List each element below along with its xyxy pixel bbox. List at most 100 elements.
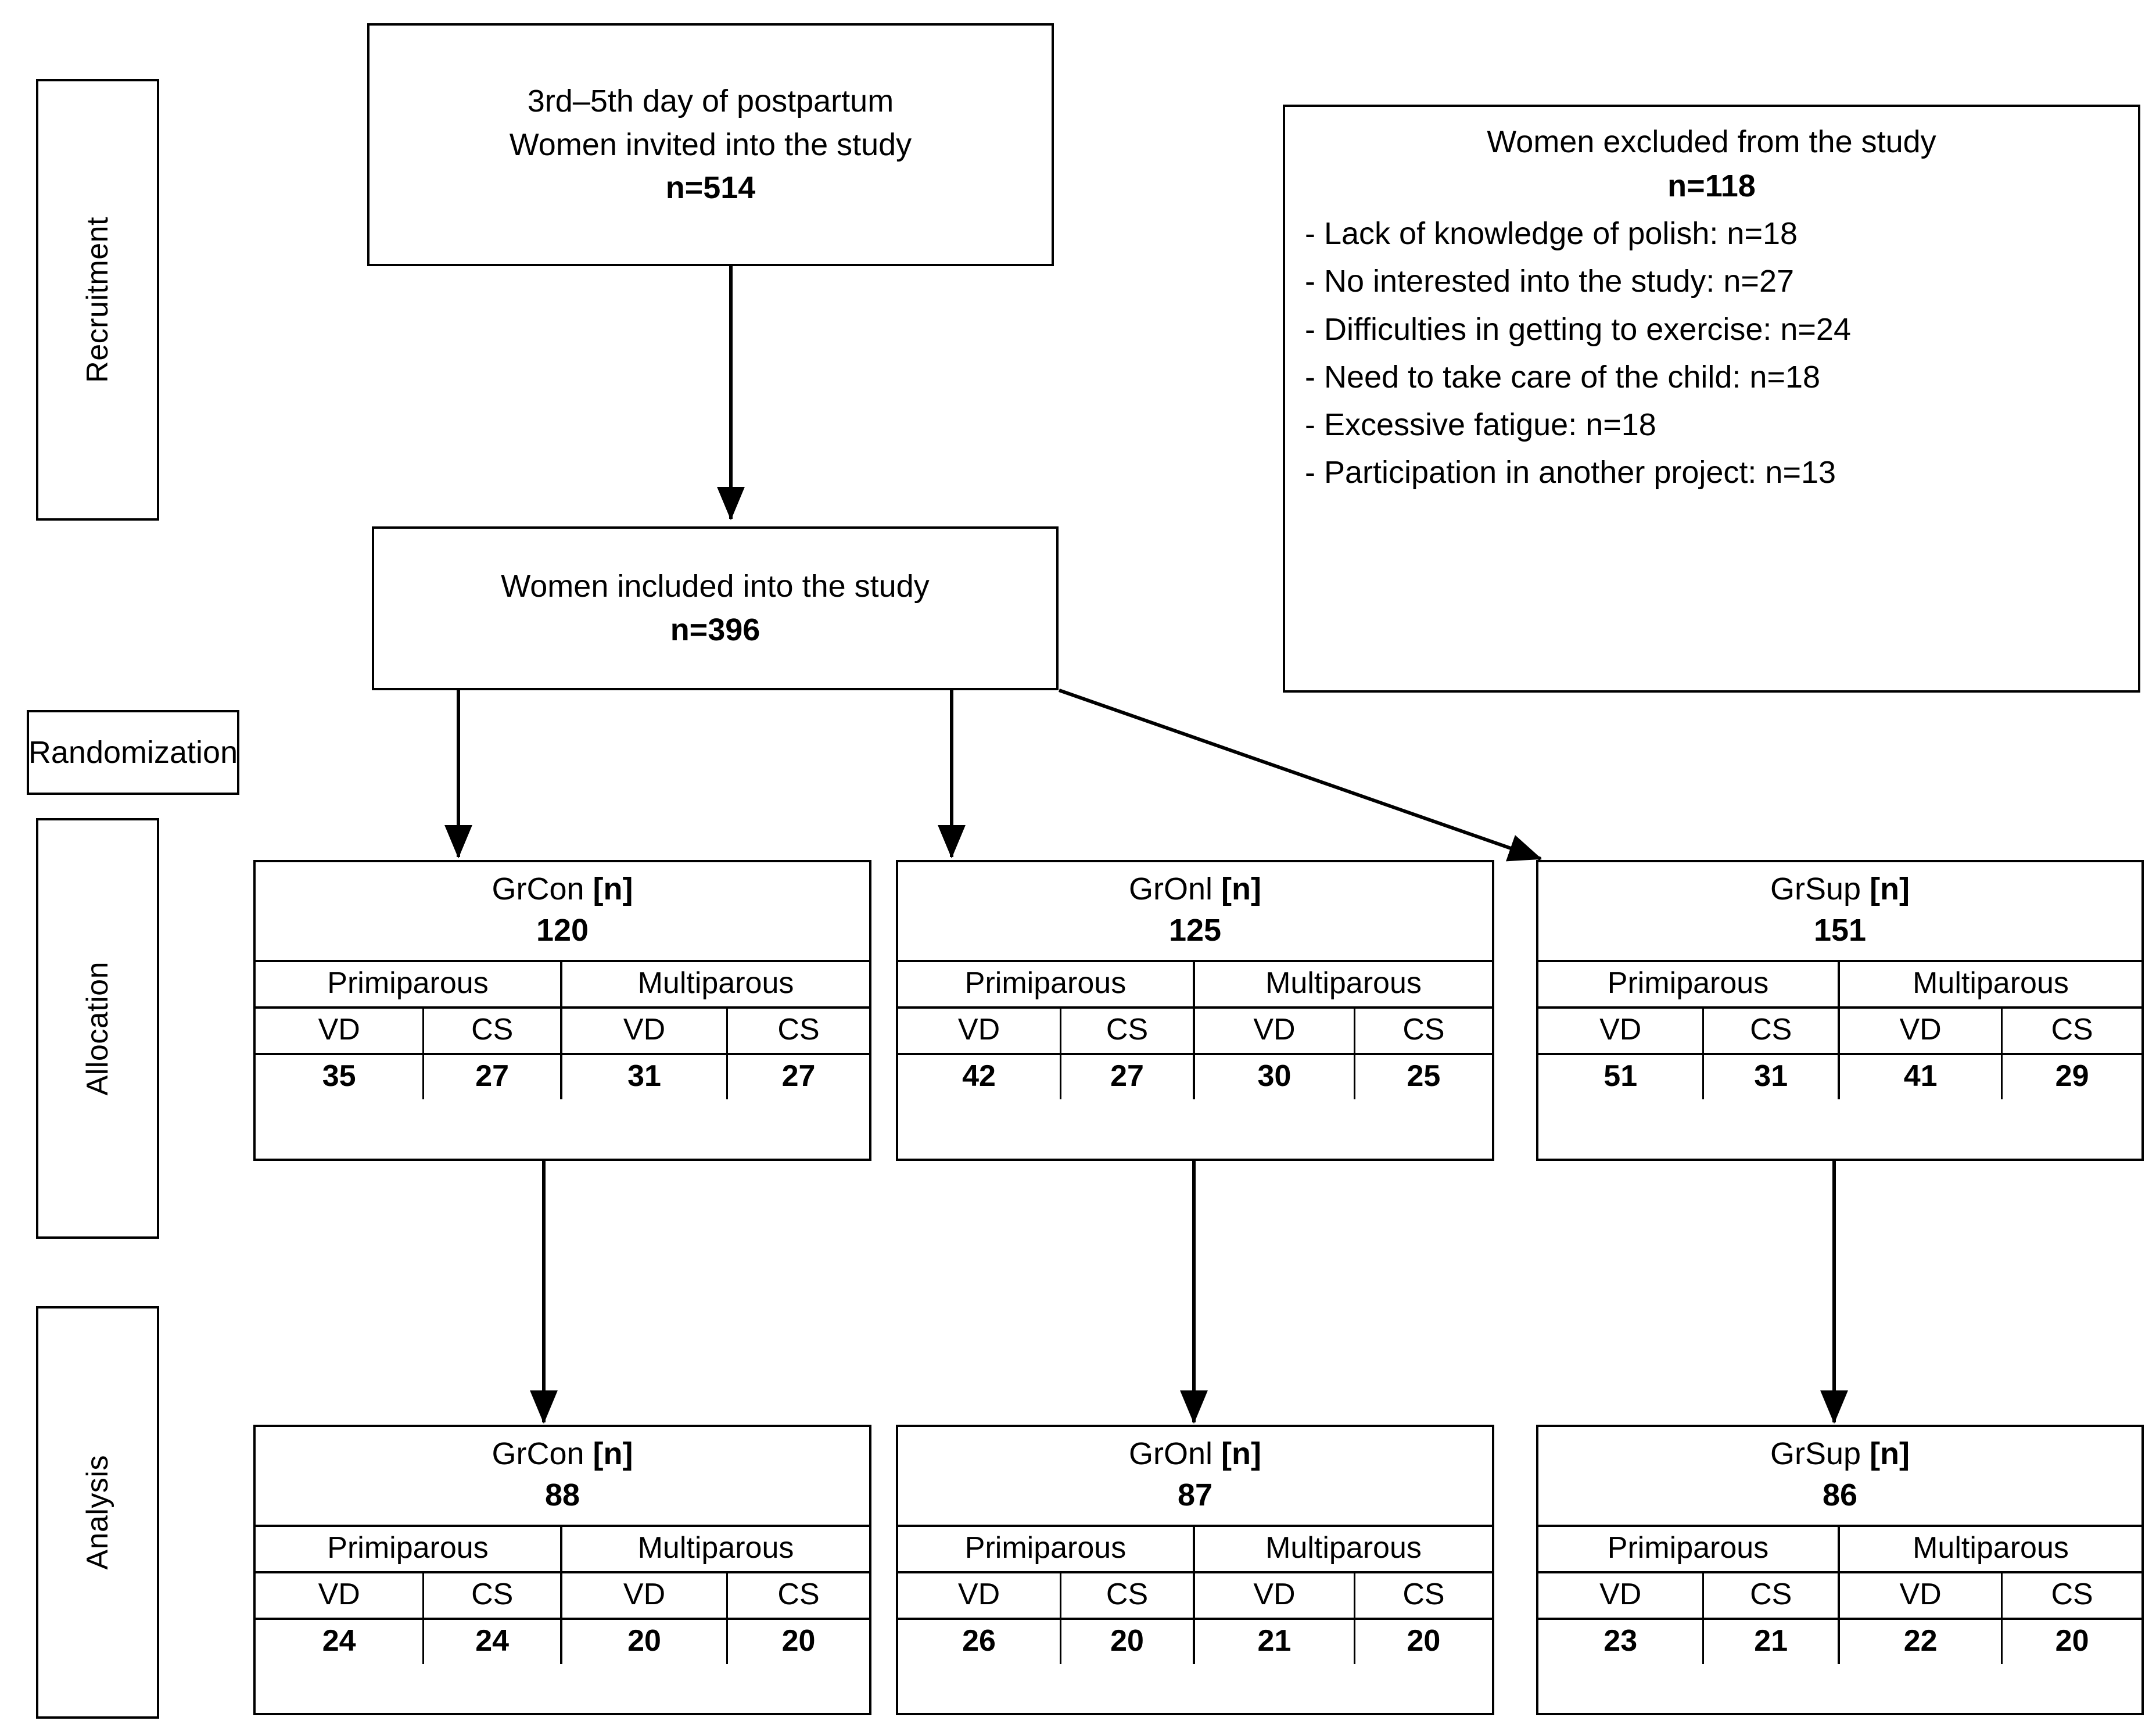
value-row: 51 31 41 29 [1538,1055,2141,1099]
value-multiparous-cs: 29 [2055,1059,2089,1093]
value-multiparous-vd: 41 [1840,1055,2003,1099]
mode-multiparous-vd: VD [1195,1573,1355,1618]
mode-primiparous-cs: CS [1704,1573,1840,1618]
stage-label-analysis-text: Analysis [81,1455,114,1570]
group-total: 87 [1177,1478,1213,1513]
value-primiparous-vd: 51 [1538,1055,1705,1099]
invited-line-1: 3rd–5th day of postpartum [527,84,894,119]
value-primiparous-vd: 23 [1538,1619,1705,1664]
group-unit: [n] [1870,872,1910,906]
delivery-mode-row: VD CS VD CS [898,1008,1492,1055]
value-primiparous-cs: 24 [424,1619,562,1664]
stage-label-randomization: Randomization [27,710,239,795]
mode-primiparous-cs: CS [424,1008,562,1053]
mode-multiparous-cs: CS [2051,1012,2093,1046]
mode-primiparous-cs: CS [1061,1573,1195,1618]
value-multiparous-vd: 21 [1195,1619,1355,1664]
delivery-mode-row: VD CS VD CS [1538,1008,2141,1055]
excluded-reason: - Need to take care of the child: n=18 [1305,359,1821,395]
table-header: GrSup [n] 151 [1538,862,2141,962]
delivery-mode-row: VD CS VD CS [1538,1573,2141,1620]
stage-label-allocation-text: Allocation [81,961,114,1096]
value-primiparous-cs: 20 [1061,1619,1195,1664]
mode-primiparous-cs: CS [1061,1008,1195,1053]
group-name: GrSup [1770,1436,1861,1471]
mode-primiparous-vd: VD [898,1008,1062,1053]
group-total: 120 [536,913,589,948]
parity-multiparous: Multiparous [637,966,794,1000]
group-title: GrOnl [n] [1129,868,1261,910]
mode-multiparous-cs: CS [777,1012,820,1046]
invited-box: 3rd–5th day of postpartum Women invited … [367,23,1054,266]
group-title: GrCon [n] [492,868,633,910]
value-multiparous-cs: 20 [1407,1623,1441,1658]
value-primiparous-cs: 31 [1704,1055,1840,1099]
value-multiparous-cs: 20 [781,1623,816,1658]
parity-primiparous: Primiparous [256,1526,562,1571]
table-header: GrOnl [n] 87 [898,1427,1492,1527]
excluded-reason: - Lack of knowledge of polish: n=18 [1305,216,1798,252]
parity-primiparous: Primiparous [1538,962,1840,1006]
value-row: 42 27 30 25 [898,1055,1492,1099]
value-primiparous-cs: 21 [1704,1619,1840,1664]
excluded-box: Women excluded from the study n=118 - La… [1283,105,2140,693]
mode-multiparous-cs: CS [2051,1577,2093,1611]
stage-label-recruitment-text: Recruitment [81,217,114,383]
parity-header-row: Primiparous Multiparous [256,1526,869,1573]
group-title: GrCon [n] [492,1433,633,1475]
group-name: GrOnl [1129,1436,1213,1471]
stage-label-randomization-text: Randomization [28,734,238,770]
arrow-included-to-grsup [1059,689,1542,862]
mode-multiparous-vd: VD [562,1008,729,1053]
value-multiparous-vd: 31 [562,1055,729,1099]
included-line-1: Women included into the study [501,569,930,604]
parity-primiparous: Primiparous [898,962,1195,1006]
excluded-title: Women excluded from the study [1487,124,1936,159]
value-primiparous-vd: 35 [256,1055,425,1099]
table-header: GrCon [n] 88 [256,1427,869,1527]
group-name: GrCon [492,1436,584,1471]
parity-multiparous: Multiparous [1913,966,2069,1000]
value-row: 23 21 22 20 [1538,1619,2141,1664]
excluded-reason: - No interested into the study: n=27 [1305,264,1795,299]
delivery-mode-row: VD CS VD CS [898,1573,1492,1620]
excluded-count: n=118 [1667,169,1756,204]
value-multiparous-vd: 30 [1195,1055,1355,1099]
value-multiparous-vd: 20 [562,1619,729,1664]
delivery-mode-row: VD CS VD CS [256,1008,869,1055]
value-primiparous-cs: 27 [1061,1055,1195,1099]
group-unit: [n] [593,872,633,906]
parity-multiparous: Multiparous [637,1530,794,1565]
value-primiparous-vd: 26 [898,1619,1062,1664]
excluded-reason: - Difficulties in getting to exercise: n… [1305,311,1851,347]
group-title: GrSup [n] [1770,1433,1910,1475]
mode-multiparous-vd: VD [1840,1008,2003,1053]
mode-multiparous-cs: CS [1402,1012,1445,1046]
allocation-table-gronl: GrOnl [n] 125 Primiparous Multiparous VD… [896,860,1494,1161]
mode-multiparous-vd: VD [562,1573,729,1618]
analysis-table-grsup: GrSup [n] 86 Primiparous Multiparous VD … [1536,1425,2144,1715]
value-primiparous-vd: 42 [898,1055,1062,1099]
value-multiparous-vd: 22 [1840,1619,2003,1664]
excluded-reason: - Excessive fatigue: n=18 [1305,407,1656,442]
invited-line-2: Women invited into the study [509,127,912,162]
group-total: 151 [1813,913,1867,948]
included-box: Women included into the study n=396 [372,526,1059,690]
mode-multiparous-cs: CS [777,1577,820,1611]
parity-multiparous: Multiparous [1913,1530,2069,1565]
mode-primiparous-vd: VD [1538,1573,1705,1618]
included-count: n=396 [670,612,760,647]
mode-primiparous-vd: VD [898,1573,1062,1618]
group-unit: [n] [1221,872,1261,906]
group-name: GrSup [1770,872,1861,906]
parity-header-row: Primiparous Multiparous [1538,962,2141,1009]
allocation-table-grsup: GrSup [n] 151 Primiparous Multiparous VD… [1536,860,2144,1161]
table-header: GrOnl [n] 125 [898,862,1492,962]
excluded-reason: - Participation in another project: n=13 [1305,454,1836,490]
group-unit: [n] [593,1436,633,1471]
table-header: GrSup [n] 86 [1538,1427,2141,1527]
value-multiparous-cs: 20 [2055,1623,2089,1658]
delivery-mode-row: VD CS VD CS [256,1573,869,1620]
stage-label-allocation: Allocation [36,818,159,1239]
